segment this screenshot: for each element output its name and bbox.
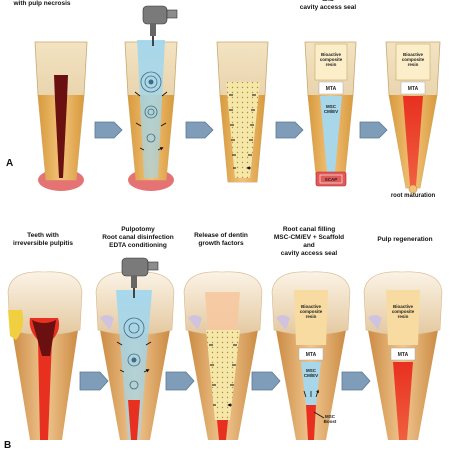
panel-b-caption-5: Pulp regeneration <box>377 236 433 243</box>
scap-label: SCAP <box>325 177 338 182</box>
panel-a-root-maturation: root maturation <box>390 193 436 199</box>
chevron-arrow-icon <box>185 121 214 139</box>
chevron-arrow-icon <box>275 121 304 139</box>
necrotic-pulp <box>54 75 68 178</box>
panel-b-caption-3: Release of dentin growth factors <box>194 232 248 248</box>
panel-b-caption-2: Pulpotomy Root canal disinfection EDTA c… <box>102 226 174 250</box>
tooth-b2-pulpotomy <box>95 271 175 440</box>
composite-resin-block <box>314 43 348 81</box>
mta-label-b5: MTA <box>398 352 409 358</box>
tooth-a1-necrotic <box>34 41 88 191</box>
mta-label-a5: MTA <box>408 86 419 92</box>
chevron-arrow-icon <box>251 371 281 391</box>
chevron-arrow-icon <box>79 371 109 391</box>
chevron-arrow-icon <box>341 371 371 391</box>
panel-a-top-left-caption: with pulp necrosis <box>13 0 71 7</box>
mta-label-b: MTA <box>306 352 317 358</box>
chevron-arrow-icon <box>165 371 195 391</box>
caries-lesion <box>8 310 24 340</box>
tooth-a2-disinfection <box>124 40 178 191</box>
tooth-b3-growth-factors <box>183 271 263 440</box>
mta-label-a: MTA <box>326 86 337 92</box>
panel-a-top-right-caption: and cavity access seal <box>299 0 357 12</box>
panel-b-caption-1: Teeth with irreversible pulpitis <box>13 232 73 248</box>
tooth-a3-growth-factors <box>216 41 269 183</box>
scap-box <box>315 171 347 187</box>
chevron-arrow-icon <box>94 121 123 139</box>
chevron-arrow-icon <box>359 121 388 139</box>
panel-a-letter: A <box>6 158 14 169</box>
panel-b-caption-4: Root canal filling MSC-CM/EV + Scaffold … <box>273 226 345 258</box>
tooth-b1-pulpitis <box>7 271 83 440</box>
handpiece-drill-icon <box>142 5 178 46</box>
panel-b-letter: B <box>4 440 12 451</box>
handpiece-drill-icon <box>121 257 159 298</box>
